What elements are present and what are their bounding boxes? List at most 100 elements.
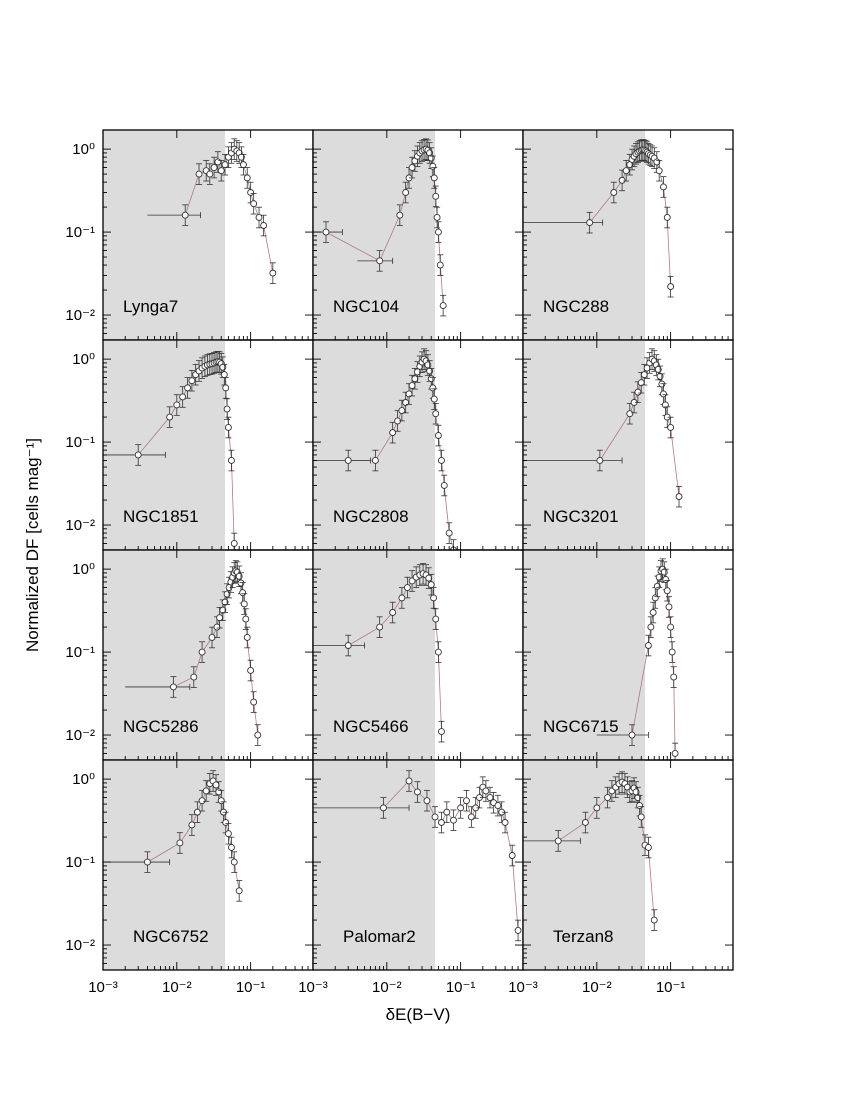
data-point [230,858,238,866]
data-point [188,821,196,829]
shaded-region [523,550,646,760]
cluster-label: Lynga7 [123,297,178,316]
data-point [250,698,258,706]
data-point [660,568,668,576]
axis-labels-group: 10⁰10⁻¹10⁻²10⁰10⁻¹10⁻²10⁰10⁻¹10⁻²10⁰10⁻¹… [65,141,685,996]
data-point [430,594,438,602]
data-point [618,176,626,184]
data-point [429,162,437,170]
data-point [439,302,447,310]
data-point [193,808,201,816]
data-point [389,429,397,437]
data-point [514,926,522,934]
y-tick-label: 10⁻¹ [65,854,95,871]
y-tick-label: 10⁻² [65,727,95,744]
panel-data [523,348,683,508]
x-tick-label: 10⁻³ [298,979,328,996]
data-point [604,794,612,801]
panel-ngc3201: NGC3201 [522,339,734,551]
data-point [667,623,675,631]
data-point [250,200,258,208]
y-tick-label: 10⁻² [65,517,95,534]
y-tick-label: 10⁻¹ [65,644,95,661]
panel-data [313,563,445,743]
data-point [239,589,247,597]
panel-data [523,139,675,298]
data-point [433,214,441,221]
data-point [398,407,406,414]
data-point [434,432,442,439]
y-tick-label: 10⁰ [72,771,95,788]
data-point [482,787,490,795]
data-point [240,161,247,169]
data-point [647,623,655,631]
data-point [438,819,445,826]
data-point [371,457,379,464]
y-axis-title: Normalized DF [cells mag⁻¹] [23,438,42,652]
shaded-region [523,760,646,970]
x-tick-label: 10⁻² [162,979,192,996]
data-point [494,802,502,810]
data-point [662,576,670,583]
data-point [221,598,229,606]
data-point [430,395,438,403]
data-point [636,802,644,810]
data-point [450,816,457,824]
shaded-region [103,550,226,760]
data-point [202,787,210,795]
data-point [408,382,416,390]
data-point [440,481,448,489]
data-point [403,584,411,591]
data-point [222,819,230,826]
data-point [670,673,678,681]
data-point [376,257,384,265]
data-point [379,804,387,812]
data-point [586,219,594,227]
data-point [655,167,663,175]
cluster-label: Palomar2 [343,927,416,946]
data-point [344,457,352,464]
cluster-label: NGC288 [543,297,609,316]
data-point [184,384,192,392]
data-point [457,804,465,812]
panel-data [523,771,658,931]
panel-ngc5286: NGC5286 [102,549,314,761]
x-tick-label: 10⁻³ [508,979,538,996]
data-point [228,457,235,464]
data-point [213,623,221,631]
data-point [644,844,652,851]
x-tick-label: 10⁻¹ [446,979,476,996]
data-point [438,728,445,736]
shaded-region [313,550,436,760]
cluster-label: NGC6752 [133,927,209,946]
data-point [427,375,435,383]
data-point [243,174,251,182]
panel-terzan8: Terzan8 [522,759,734,971]
data-point [260,222,268,229]
data-point [190,673,198,681]
data-point [223,405,231,413]
panel-data [147,138,277,284]
cluster-label: NGC5286 [123,717,199,736]
data-point [212,781,220,789]
y-tick-label: 10⁻¹ [65,434,95,451]
cluster-label: NGC2808 [333,507,409,526]
data-point [668,648,676,656]
data-point [667,283,675,291]
data-point [134,451,142,459]
data-point [219,606,227,614]
shaded-region [103,130,226,340]
x-tick-label: 10⁻¹ [656,979,686,996]
data-point [228,844,235,851]
data-point [230,539,238,547]
data-point [637,813,645,821]
data-point [634,388,642,396]
data-point [650,916,658,924]
data-point [463,797,470,805]
data-point [216,614,224,622]
data-point [176,839,184,847]
data-point [322,228,330,236]
data-point [179,393,187,401]
data-point [254,731,262,739]
